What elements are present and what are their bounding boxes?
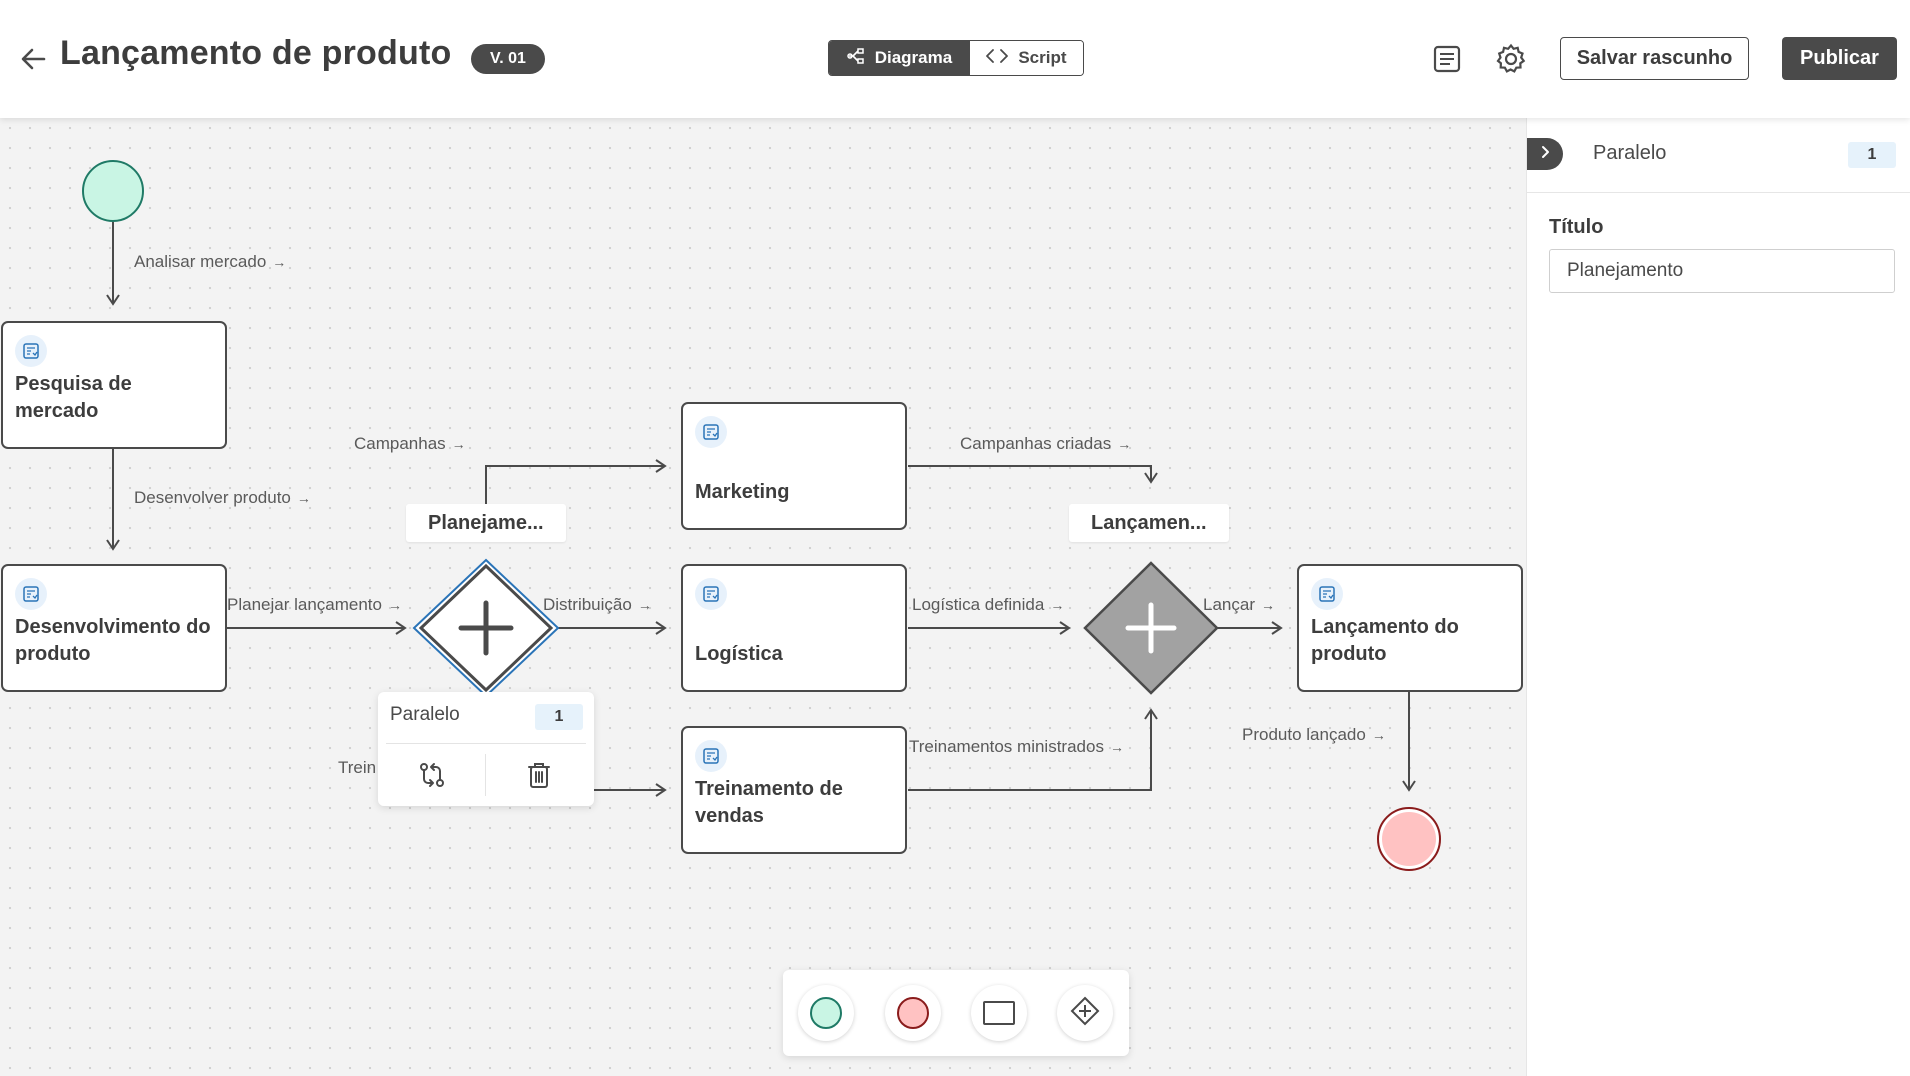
title-field-label: Título (1549, 216, 1604, 238)
edge-label: Campanhas→ (354, 434, 466, 453)
edge-label: Logística definida→ (912, 595, 1065, 614)
gateway-popover: Paralelo 1 (378, 692, 594, 806)
count-badge: 1 (1848, 142, 1896, 168)
swap-flow-icon (417, 760, 447, 795)
edge-label: Lançar→ (1203, 595, 1275, 614)
tab-script-label: Script (1018, 48, 1067, 67)
document-icon[interactable] (1430, 42, 1464, 76)
start-event[interactable] (82, 160, 144, 222)
task-label: Lançamento do produto (1311, 616, 1459, 665)
end-event-icon (897, 997, 929, 1029)
swap-flow-button[interactable] (415, 760, 449, 794)
form-icon (15, 578, 47, 610)
flow-edges (106, 222, 1416, 797)
edge-label: Treinamentos ministrados→ (909, 737, 1124, 756)
tab-diagrama[interactable]: Diagrama (829, 41, 970, 75)
task-logistica[interactable]: Logística (681, 564, 907, 692)
properties-panel: Paralelo 1 Título (1526, 118, 1910, 1076)
form-icon (1311, 578, 1343, 610)
element-palette (783, 970, 1129, 1056)
form-icon (695, 578, 727, 610)
trash-icon (525, 760, 553, 795)
divider (386, 743, 586, 744)
task-label: Marketing (695, 481, 790, 503)
tab-script[interactable]: Script (969, 41, 1083, 75)
back-arrow-icon[interactable] (16, 42, 50, 76)
end-event[interactable] (1377, 807, 1441, 871)
add-start-event-button[interactable] (798, 985, 854, 1041)
divider (485, 754, 486, 796)
start-event-icon (810, 997, 842, 1029)
gateway-label: Planejame... (406, 504, 566, 542)
gateway-lancamento[interactable] (1083, 561, 1219, 695)
diagram-icon (846, 47, 865, 70)
task-marketing[interactable]: Marketing (681, 402, 907, 530)
count-badge: 1 (535, 704, 583, 730)
edge-treinamentos-ministrados (908, 708, 1158, 791)
version-badge: V. 01 (471, 44, 545, 74)
save-draft-button[interactable]: Salvar rascunho (1560, 37, 1749, 80)
top-header: Lançamento de produto V. 01 Diagrama Scr… (0, 0, 1910, 118)
page-title: Lançamento de produto (60, 34, 452, 72)
edge-campanhas (485, 459, 667, 504)
add-gateway-button[interactable] (1057, 985, 1113, 1041)
panel-title: Paralelo (1593, 142, 1667, 164)
delete-button[interactable] (522, 760, 556, 794)
chevron-right-icon (1538, 144, 1552, 165)
add-end-event-button[interactable] (885, 985, 941, 1041)
task-icon (983, 1001, 1015, 1025)
task-label: Desenvolvimento do produto (15, 616, 211, 665)
divider (1527, 192, 1910, 193)
edge-label: Trein (338, 758, 377, 777)
edge-label: Desenvolver produto→ (134, 488, 311, 507)
task-label: Treinamento de vendas (695, 778, 843, 827)
form-icon (695, 740, 727, 772)
task-desenvolvimento[interactable]: Desenvolvimento do produto (1, 564, 227, 692)
edge-label: Produto lançado→ (1242, 725, 1386, 744)
diagram-canvas[interactable]: Pesquisa de mercado Desenvolvimento do p… (0, 118, 1526, 1076)
popover-title: Paralelo (390, 704, 460, 725)
task-pesquisa[interactable]: Pesquisa de mercado (1, 321, 227, 449)
gateway-planejamento[interactable] (412, 558, 560, 698)
form-icon (695, 416, 727, 448)
task-lancamento[interactable]: Lançamento do produto (1297, 564, 1523, 692)
collapse-panel-button[interactable] (1527, 138, 1563, 170)
task-treinamento[interactable]: Treinamento de vendas (681, 726, 907, 854)
title-input[interactable] (1549, 249, 1895, 293)
code-icon (986, 48, 1009, 69)
tab-diagrama-label: Diagrama (874, 48, 953, 67)
task-label: Logística (695, 643, 783, 665)
edge-label: Campanhas criadas→ (960, 434, 1132, 453)
view-toggle: Diagrama Script (828, 40, 1084, 76)
edge-label: Planejar lançamento→ (227, 595, 402, 614)
add-task-button[interactable] (971, 985, 1027, 1041)
gateway-icon (1069, 995, 1101, 1032)
edge-label: Analisar mercado→ (134, 252, 287, 271)
task-label: Pesquisa de mercado (15, 373, 132, 422)
edge-label: Distribuição→ (543, 595, 652, 614)
publish-button[interactable]: Publicar (1782, 37, 1897, 80)
gateway-label: Lançamen... (1069, 504, 1229, 542)
gear-icon[interactable] (1494, 42, 1528, 76)
edge-campanhas-criadas (908, 465, 1158, 484)
form-icon (15, 335, 47, 367)
